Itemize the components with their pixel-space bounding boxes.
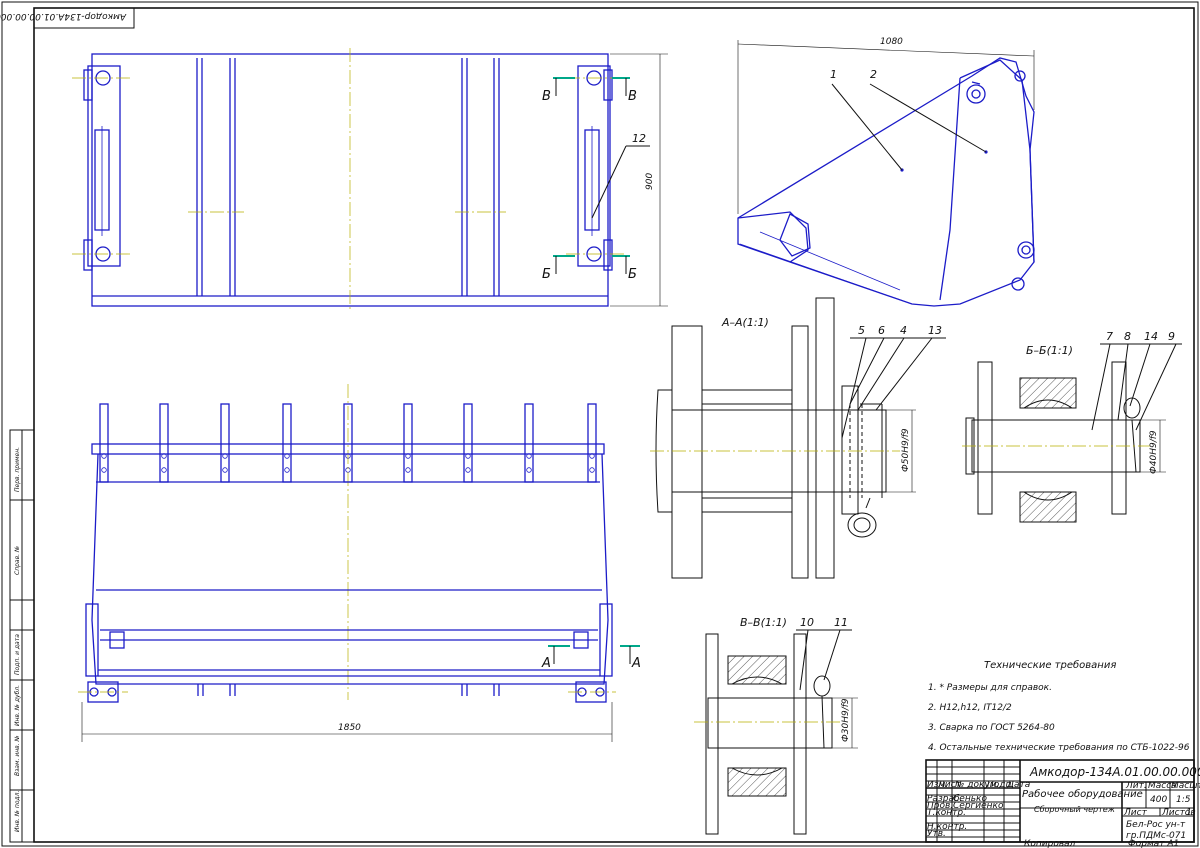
strip-label-0: Перв. примен. [14,447,21,492]
tb-row-4: Дата [1006,780,1030,790]
isometric-view [737,57,1035,307]
callout-5-label: 5 [858,324,865,337]
callout-8-label: 8 [1124,330,1131,343]
title-block: Изм. Лист № докум. Подп. Дата Разраб. Пр… [925,759,1200,843]
tb-org-2: гр.ПДМс-071 [1126,831,1186,841]
iso-callouts: 1 2 [830,68,987,171]
tb-doc-type: Сборочный чертеж [1034,805,1116,814]
callout-6-label: 6 [878,324,885,337]
dim-vv-label: Ф30H9/f9 [841,698,851,742]
section-aa: А–А(1:1) Ф50H9/f9 5 6 4 13 [650,297,946,579]
dim-aa-label: Ф50H9/f9 [901,428,911,472]
tb-role-0: Разраб. [927,794,962,804]
dim-1080: 1080 [737,37,1035,214]
plan-view-top [72,48,624,312]
tb-lit-label: Лит. [1125,781,1147,791]
callout-2-label: 2 [870,68,877,81]
tb-sheets-label: Листов [1161,808,1196,818]
tb-row-3: Подп. [987,780,1014,790]
tb-copied: Копировал [1024,839,1076,848]
mark-v-right: В [628,89,637,104]
tb-name: Рабочее оборудование [1022,788,1143,800]
tb-org-1: Бел-Рос ун-т [1126,820,1186,830]
dim-1850: 1850 [81,702,613,742]
note-3: 3. Сварка по ГОСТ 5264-80 [928,723,1055,733]
callout-10-label: 10 [800,616,814,629]
strip-label-1: Справ. № [14,546,21,575]
callout-13-label: 13 [928,324,942,337]
note-1: 1. * Размеры для справок. [928,683,1052,693]
notes-title: Технические требования [984,659,1116,671]
mark-b-left: Б [542,267,551,282]
tb-code: Амкодор-134А.01.00.00.000.СБ [1029,765,1200,779]
tb-role-1: Пров. [927,801,953,811]
note-4: 4. Остальные технические требования по С… [928,743,1190,753]
tb-row-0: Изм. [927,780,948,790]
note-2: 2. H12,h12, IT12/2 [928,703,1012,713]
callout-14-label: 14 [1144,330,1158,343]
dim-900: 900 [610,53,668,307]
callout-1-label: 1 [830,68,837,81]
callout-12: 12 [591,132,650,219]
callout-12-label: 12 [632,132,646,145]
rotated-code-box: Амкодор-134А.01.00.00.000СБ [0,7,135,29]
tb-name-1: Сергиенко [953,801,1004,811]
tb-scale-label: Масштаб [1171,781,1200,791]
tb-sheets: 1 [1186,808,1192,818]
callout-11-label: 11 [834,616,848,629]
dim-1080-label: 1080 [880,37,903,47]
tb-role-5: Утв. [927,829,946,839]
section-aa-title: А–А(1:1) [721,316,769,329]
technical-notes: Технические требования 1. * Размеры для … [928,659,1190,753]
mark-a-right: А [631,656,641,671]
section-bb-title: Б–Б(1:1) [1026,344,1073,357]
strip-label-5: Инв. № подл. [14,791,21,832]
tb-sheet-label: Лист [1123,808,1148,818]
tb-name-0: Сенько [953,794,987,804]
rotated-code: Амкодор-134А.01.00.00.000СБ [0,11,127,21]
tb-role-2: Т.контр. [927,808,966,818]
section-marks-a: А А [541,645,641,671]
tb-role-4: Н.контр. [927,822,967,832]
tb-row-2: № докум. [954,780,999,790]
callout-4-label: 4 [900,324,907,337]
section-bb: Б–Б(1:1) Ф40H9/f9 7 8 14 9 [962,330,1182,523]
tb-format: Формат А1 [1128,839,1179,848]
tb-row-1: Лист [937,780,962,790]
dim-900-label: 900 [645,173,655,190]
strip-label-3: Инв. № дубл. [14,685,21,726]
tb-mass: 400 [1150,795,1167,805]
tb-scale: 1:5 [1176,795,1191,805]
strip-label-4: Взам. инв. № [14,735,21,776]
section-vv: В–В(1:1) Ф30H9/f9 10 11 [694,616,858,835]
front-view [78,384,616,703]
mark-b-right: Б [628,267,637,282]
section-marks-plan: В В Б Б [542,77,637,282]
tb-mass-label: Масса [1148,781,1177,791]
callout-9-label: 9 [1168,330,1175,343]
left-strip: Перв. примен. Справ. № Подп. и дата Инв.… [9,429,35,843]
inner-frame [33,7,1195,843]
callout-7-label: 7 [1106,330,1113,343]
mark-v-left: В [542,89,551,104]
strip-label-2: Подп. и дата [14,634,21,675]
section-vv-title: В–В(1:1) [740,616,787,629]
mark-a-left: А [541,656,551,671]
dim-bb-label: Ф40H9/f9 [1149,430,1159,474]
dim-1850-label: 1850 [338,723,361,733]
